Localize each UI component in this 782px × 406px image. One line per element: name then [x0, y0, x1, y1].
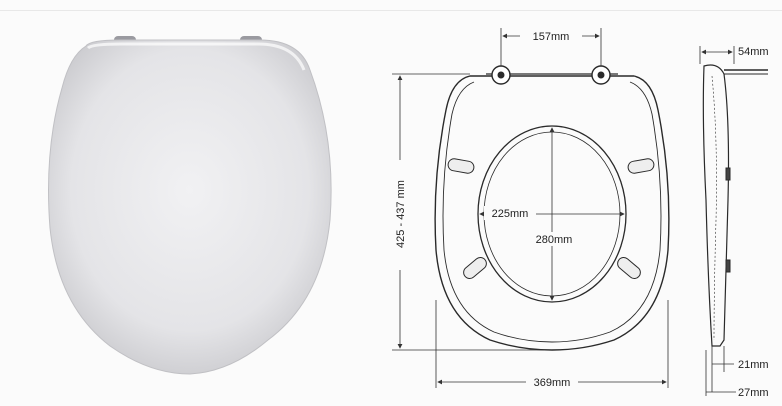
bumper-pads	[447, 158, 655, 279]
label-overall-width: 369mm	[534, 377, 571, 389]
label-thickness-total: 27mm	[738, 387, 769, 399]
side-view-drawing	[702, 64, 768, 347]
label-overall-length: 425 - 437 mm	[395, 180, 407, 248]
seat-outer-outline	[434, 75, 670, 351]
seat-side-profile	[702, 64, 730, 347]
dimension-labels: 157mm 54mm 425 - 437 mm 225mm 280mm 369m…	[391, 29, 776, 399]
label-opening-width: 225mm	[492, 208, 529, 220]
label-depth-top: 54mm	[738, 46, 769, 58]
seat-opening-outline	[477, 125, 627, 303]
seat-lid-shape	[48, 39, 332, 375]
top-border	[0, 10, 782, 11]
side-dimension-lines	[699, 46, 736, 396]
label-hinge-spacing: 157mm	[533, 31, 570, 43]
label-thickness-seat: 21mm	[738, 359, 769, 371]
label-opening-length: 280mm	[536, 234, 573, 246]
top-view-drawing	[434, 65, 670, 351]
toilet-seat-photo	[48, 36, 332, 375]
